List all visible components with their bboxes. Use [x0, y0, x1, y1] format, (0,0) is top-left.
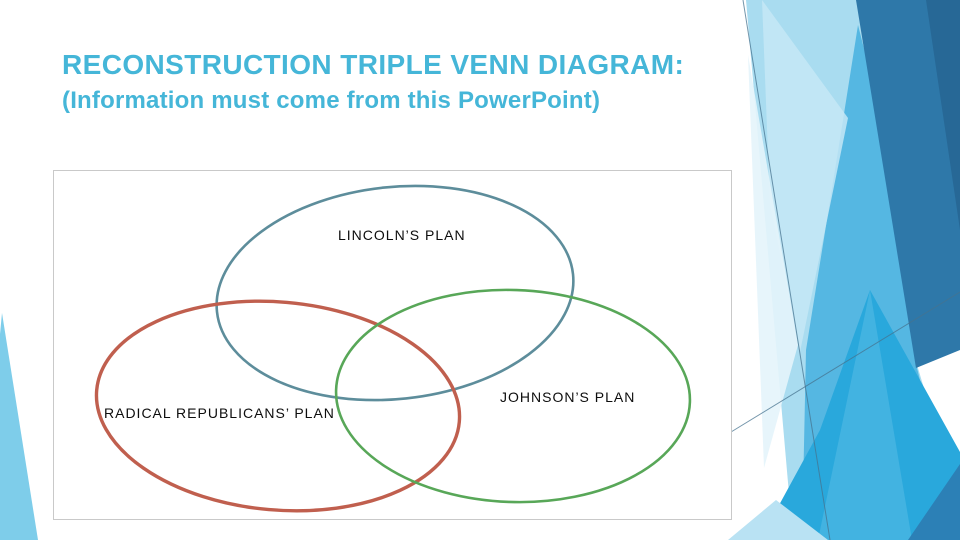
- radical-republicans-circle: [94, 299, 462, 513]
- bg-facet-cyan-overlay: [818, 290, 912, 540]
- bg-hairline-2: [730, 291, 960, 433]
- venn-diagram: [94, 184, 692, 513]
- lincoln-plan-label: LINCOLN’S PLAN: [338, 227, 466, 243]
- slide-header: RECONSTRUCTION TRIPLE VENN DIAGRAM: (Inf…: [62, 49, 685, 114]
- bg-facet-bottom-right-notch: [908, 464, 960, 540]
- bg-facet-pale-overlay-2: [748, 55, 798, 468]
- johnson-plan-label: JOHNSON’S PLAN: [500, 389, 636, 405]
- radical-republicans-plan-label: RADICAL REPUBLICANS’ PLAN: [104, 405, 335, 421]
- lincoln-circle: [215, 184, 575, 402]
- slide-title: RECONSTRUCTION TRIPLE VENN DIAGRAM:: [62, 49, 685, 80]
- bg-facet-bottom-light: [728, 500, 828, 540]
- bg-hairline-1: [742, 0, 831, 540]
- bg-left-triangle: [0, 313, 38, 540]
- johnson-circle: [334, 288, 692, 504]
- bg-facet-darker-corner: [926, 0, 960, 230]
- slide-subtitle: (Information must come from this PowerPo…: [62, 86, 601, 114]
- bg-facet-dark-top: [856, 0, 960, 368]
- venn-panel: LINCOLN’S PLAN RADICAL REPUBLICANS’ PLAN…: [53, 170, 732, 520]
